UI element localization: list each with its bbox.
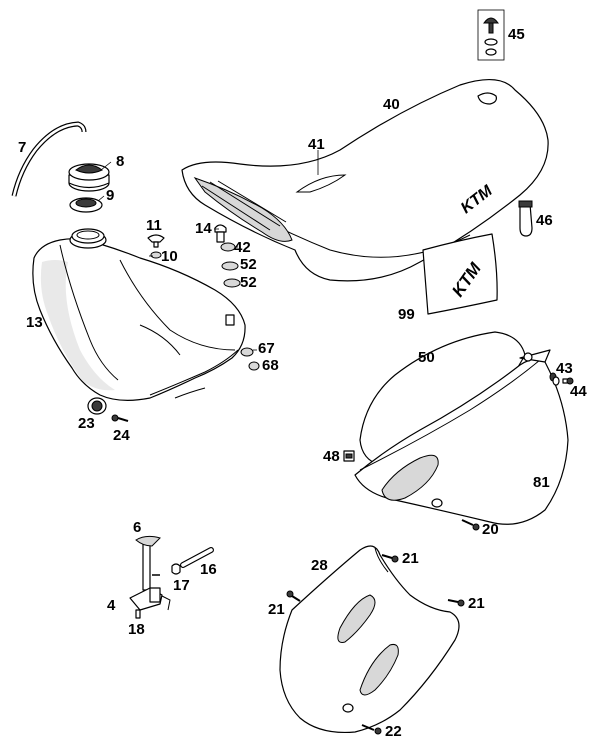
part-18-screw [135,609,141,619]
callout-28: 28 [311,557,328,574]
part-40-seat: KTM [181,79,549,282]
part-46-seat-strap [518,200,533,237]
part-52-washer-upper [221,261,239,271]
callout-21-left: 21 [268,601,285,618]
callout-81: 81 [533,474,550,491]
callout-52-lower: 52 [240,274,257,291]
part-28-lower-side-panel [279,545,460,734]
callout-14: 14 [195,220,212,237]
callout-8: 8 [116,153,124,170]
part-14-bolt [214,224,227,243]
part-21-screw-right [447,599,465,607]
part-8-filler-cap [68,163,110,192]
part-68-nut [248,361,260,371]
callout-99: 99 [398,306,415,323]
part-43-washer [549,372,560,386]
part-42-bushing [220,242,236,252]
callout-9: 9 [106,187,114,204]
part-17-hose-clip [171,563,181,575]
callout-16: 16 [200,561,217,578]
part-16-fuel-hose [180,547,214,568]
callout-7: 7 [18,139,26,156]
part-24-screw [111,414,129,422]
part-45-seat-fastener [477,9,505,61]
callout-10: 10 [161,248,178,265]
part-13-fuel-tank [32,228,246,401]
part-9-cap-gasket [69,197,103,213]
part-4-fuel-tap [129,539,171,611]
part-99-decal-sticker: KTM [422,233,498,315]
callout-22: 22 [385,723,402,740]
callout-21-upper: 21 [402,550,419,567]
callout-48: 48 [323,448,340,465]
callout-11: 11 [146,217,162,234]
part-20-screw [461,519,480,531]
part-22-screw [361,724,382,735]
callout-68: 68 [262,357,279,374]
callout-45: 45 [508,26,525,43]
callout-50: 50 [418,349,435,366]
part-52-washer-lower [223,278,241,288]
callout-20: 20 [482,521,499,538]
callout-21-right: 21 [468,595,485,612]
part-7-breather-hose [11,121,87,197]
part-21-screw-left [286,590,301,602]
callout-52-upper: 52 [240,256,257,273]
callout-40: 40 [383,96,400,113]
leader-lines [97,150,319,351]
part-21-screw-upper [381,554,399,563]
part-48-clip-nut [343,450,355,462]
callout-44: 44 [570,383,587,400]
callout-4: 4 [107,597,116,614]
part-23-rubber-bushing [87,397,107,415]
part-44-screw [562,377,574,385]
callout-17: 17 [173,577,190,594]
callout-18: 18 [128,621,145,638]
part-81-side-cover [354,349,569,525]
part-6-tap-filter [135,535,161,547]
callout-43: 43 [556,360,573,377]
part-10-washer [150,251,162,259]
callout-23: 23 [78,415,95,432]
callout-6: 6 [133,519,141,536]
part-11-screw [147,234,165,248]
part-67-washer [240,347,254,357]
callout-42: 42 [234,239,251,256]
callout-67: 67 [258,340,275,357]
callout-13: 13 [26,314,43,331]
callout-41: 41 [308,136,325,153]
callout-24: 24 [113,427,130,444]
callout-46: 46 [536,212,553,229]
